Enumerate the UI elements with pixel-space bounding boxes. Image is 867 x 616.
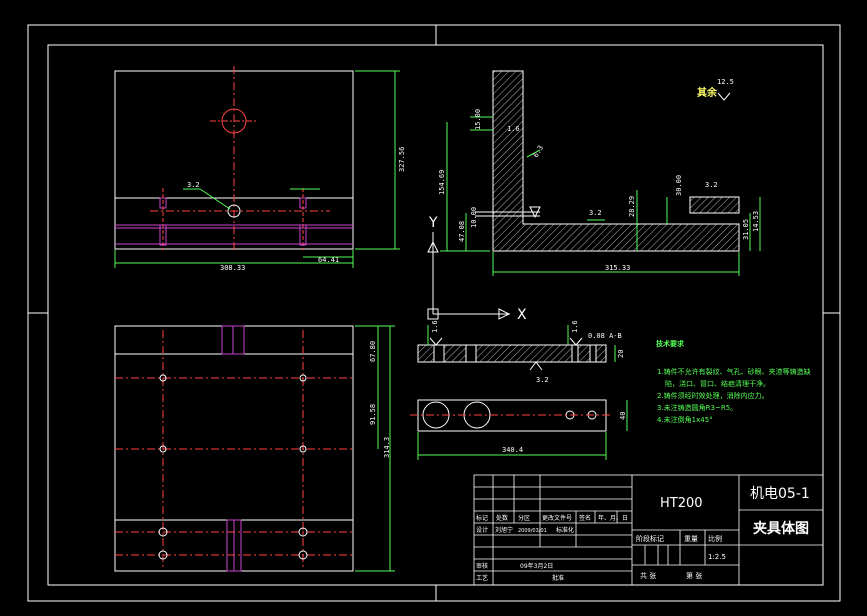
tb-col-3: 分区 xyxy=(518,514,530,522)
tb-date2: 09年3月2日 xyxy=(520,562,553,570)
tb-col-6: 年、月、日 xyxy=(598,514,628,522)
side-height-dim: 154.69 xyxy=(438,170,446,195)
strip-length-dim: 340.4 xyxy=(502,446,523,454)
tb-date1: 2009/03/01 xyxy=(518,528,547,534)
stage-label: 阶段标记 xyxy=(636,534,664,543)
front-view xyxy=(114,325,395,572)
scale-value: 1:2.5 xyxy=(708,553,726,561)
strip-small-dim: 20 xyxy=(617,350,625,358)
side-roughness-4: 3.2 xyxy=(705,181,718,189)
top-offset-dim: 64.41 xyxy=(318,256,339,264)
side-small-dim: 47.08 xyxy=(458,221,466,242)
tech-requirements: 技术要求 1.铸件不允许有裂纹、气孔、砂眼、夹渣等铸造缺 陷，浇口、冒口、结疤清… xyxy=(656,339,811,424)
tech-requirements-title: 技术要求 xyxy=(656,339,685,348)
side-width-dim: 315.33 xyxy=(605,264,630,272)
tb-col-2: 处数 xyxy=(496,514,508,522)
side-top-dim: 30.00 xyxy=(675,175,683,196)
strip-height-dim: 40 xyxy=(619,412,627,420)
side-right2-dim: 14.53 xyxy=(752,211,760,232)
sheet-label: 第 张 xyxy=(686,571,702,580)
side-slot-dim: 10.00 xyxy=(470,207,478,228)
strip-tolerance: 0.08 A-B xyxy=(588,332,622,340)
side-roughness-3: 6.3 xyxy=(532,144,545,159)
strip-roughness-2: 1.6 xyxy=(571,320,579,333)
weight-label: 重量 xyxy=(684,535,698,543)
axis-x-label: X xyxy=(517,307,527,323)
tb-standard-label: 标准化 xyxy=(556,526,574,534)
tb-review-label: 审核 xyxy=(476,562,488,570)
scale-label: 比例 xyxy=(708,534,722,543)
tech-req-item-5: 4.未注倒角1x45° xyxy=(657,415,713,424)
strip-roughness-1: 1.6 xyxy=(431,320,439,333)
side-thickness2-dim: 15.00 xyxy=(474,109,482,130)
surface-finish-label: 其余 xyxy=(697,86,718,99)
tb-approve-label: 批准 xyxy=(552,574,564,582)
tb-design-label: 设计 xyxy=(476,526,488,534)
material-label: HT200 xyxy=(660,496,703,511)
tech-req-item-3: 2.铸件须经时效处理，消除内应力。 xyxy=(657,391,769,400)
side-right-dim: 31.05 xyxy=(742,219,750,240)
tb-col-1: 标记 xyxy=(476,514,488,522)
tb-col-5: 签名 xyxy=(579,514,591,522)
surface-finish-value: 12.5 xyxy=(717,78,734,86)
top-hole-callout: 3.2 xyxy=(187,181,200,189)
tb-col-4: 更改文件号 xyxy=(542,514,572,522)
strip-roughness-3: 3.2 xyxy=(536,376,549,384)
tech-req-item-4: 3.未注铸造圆角R3~R5。 xyxy=(657,403,737,412)
ucs-axis-icon xyxy=(427,232,511,320)
top-height-dim: 327.56 xyxy=(398,147,406,172)
tb-process-label: 工艺 xyxy=(476,574,488,582)
front-v3-dim: 314.3 xyxy=(383,437,391,458)
strip-part xyxy=(410,325,628,460)
side-thickness-dim: 28.29 xyxy=(628,196,636,217)
top-view xyxy=(114,66,400,268)
front-v1-dim: 67.80 xyxy=(369,341,377,362)
side-roughness-1: 3.2 xyxy=(589,209,602,217)
part-number: 机电05-1 xyxy=(750,486,810,502)
tech-req-item-2: 陷，浇口、冒口、结疤清理干净。 xyxy=(665,379,770,388)
side-roughness-2: 1.6 xyxy=(507,125,520,133)
title-block xyxy=(473,474,824,586)
axis-y-label: Y xyxy=(428,215,438,231)
top-width-dim: 308.33 xyxy=(220,264,245,272)
drawing-frame xyxy=(27,24,841,602)
tech-req-item-1: 1.铸件不允许有裂纹、气孔、砂眼、夹渣等铸造缺 xyxy=(657,367,811,376)
side-view xyxy=(440,70,761,276)
tb-designer: 刘旭宁 xyxy=(495,526,513,534)
part-name: 夹具体图 xyxy=(753,520,809,537)
sheets-label: 共 张 xyxy=(640,571,656,580)
front-v2-dim: 91.58 xyxy=(369,404,377,425)
